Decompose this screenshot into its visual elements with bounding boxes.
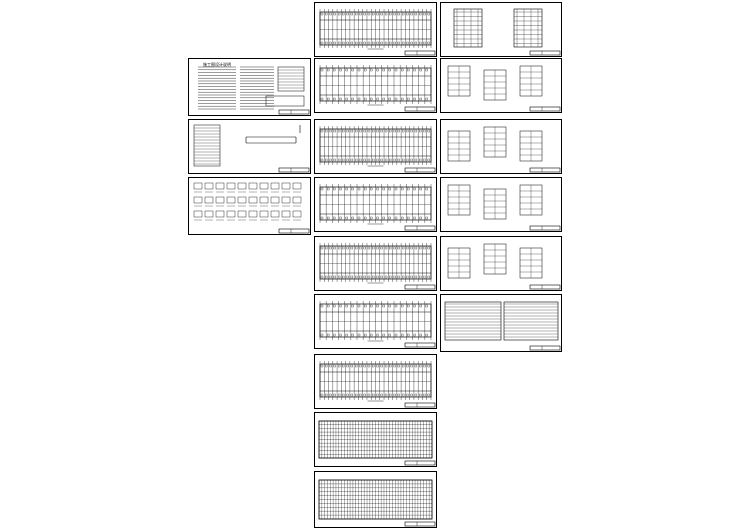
drawing-sheet-design-notes[interactable]: 施工图设计说明 [188,58,311,116]
drawing-sheet-details-table[interactable] [188,177,311,235]
drawing-sheet-floor-plan-5[interactable] [314,236,437,291]
drawing-sheet-detail-1[interactable] [440,58,562,113]
drawing-sheet-section-dense-2[interactable] [314,471,437,528]
drawing-sheet-roof[interactable] [440,294,562,352]
drawing-sheet-elevation[interactable] [440,2,562,57]
sheet-title: 施工图设计说明 [203,62,231,67]
drawing-sheet-detail-4[interactable] [440,236,562,291]
drawing-sheet-floor-plan-6[interactable] [314,294,437,349]
drawing-sheet-floor-plan-7[interactable] [314,354,437,409]
drawing-sheet-floor-plan-3[interactable] [314,119,437,174]
drawing-sheet-detail-3[interactable] [440,177,562,232]
drawing-sheet-site-table[interactable] [188,119,311,174]
drawing-sheet-section-dense-1[interactable] [314,412,437,467]
drawing-sheet-floor-plan-1[interactable] [314,2,437,57]
drawing-sheet-floor-plan-2[interactable] [314,58,437,113]
drawing-sheet-floor-plan-4[interactable] [314,177,437,232]
drawing-sheet-detail-2[interactable] [440,119,562,174]
